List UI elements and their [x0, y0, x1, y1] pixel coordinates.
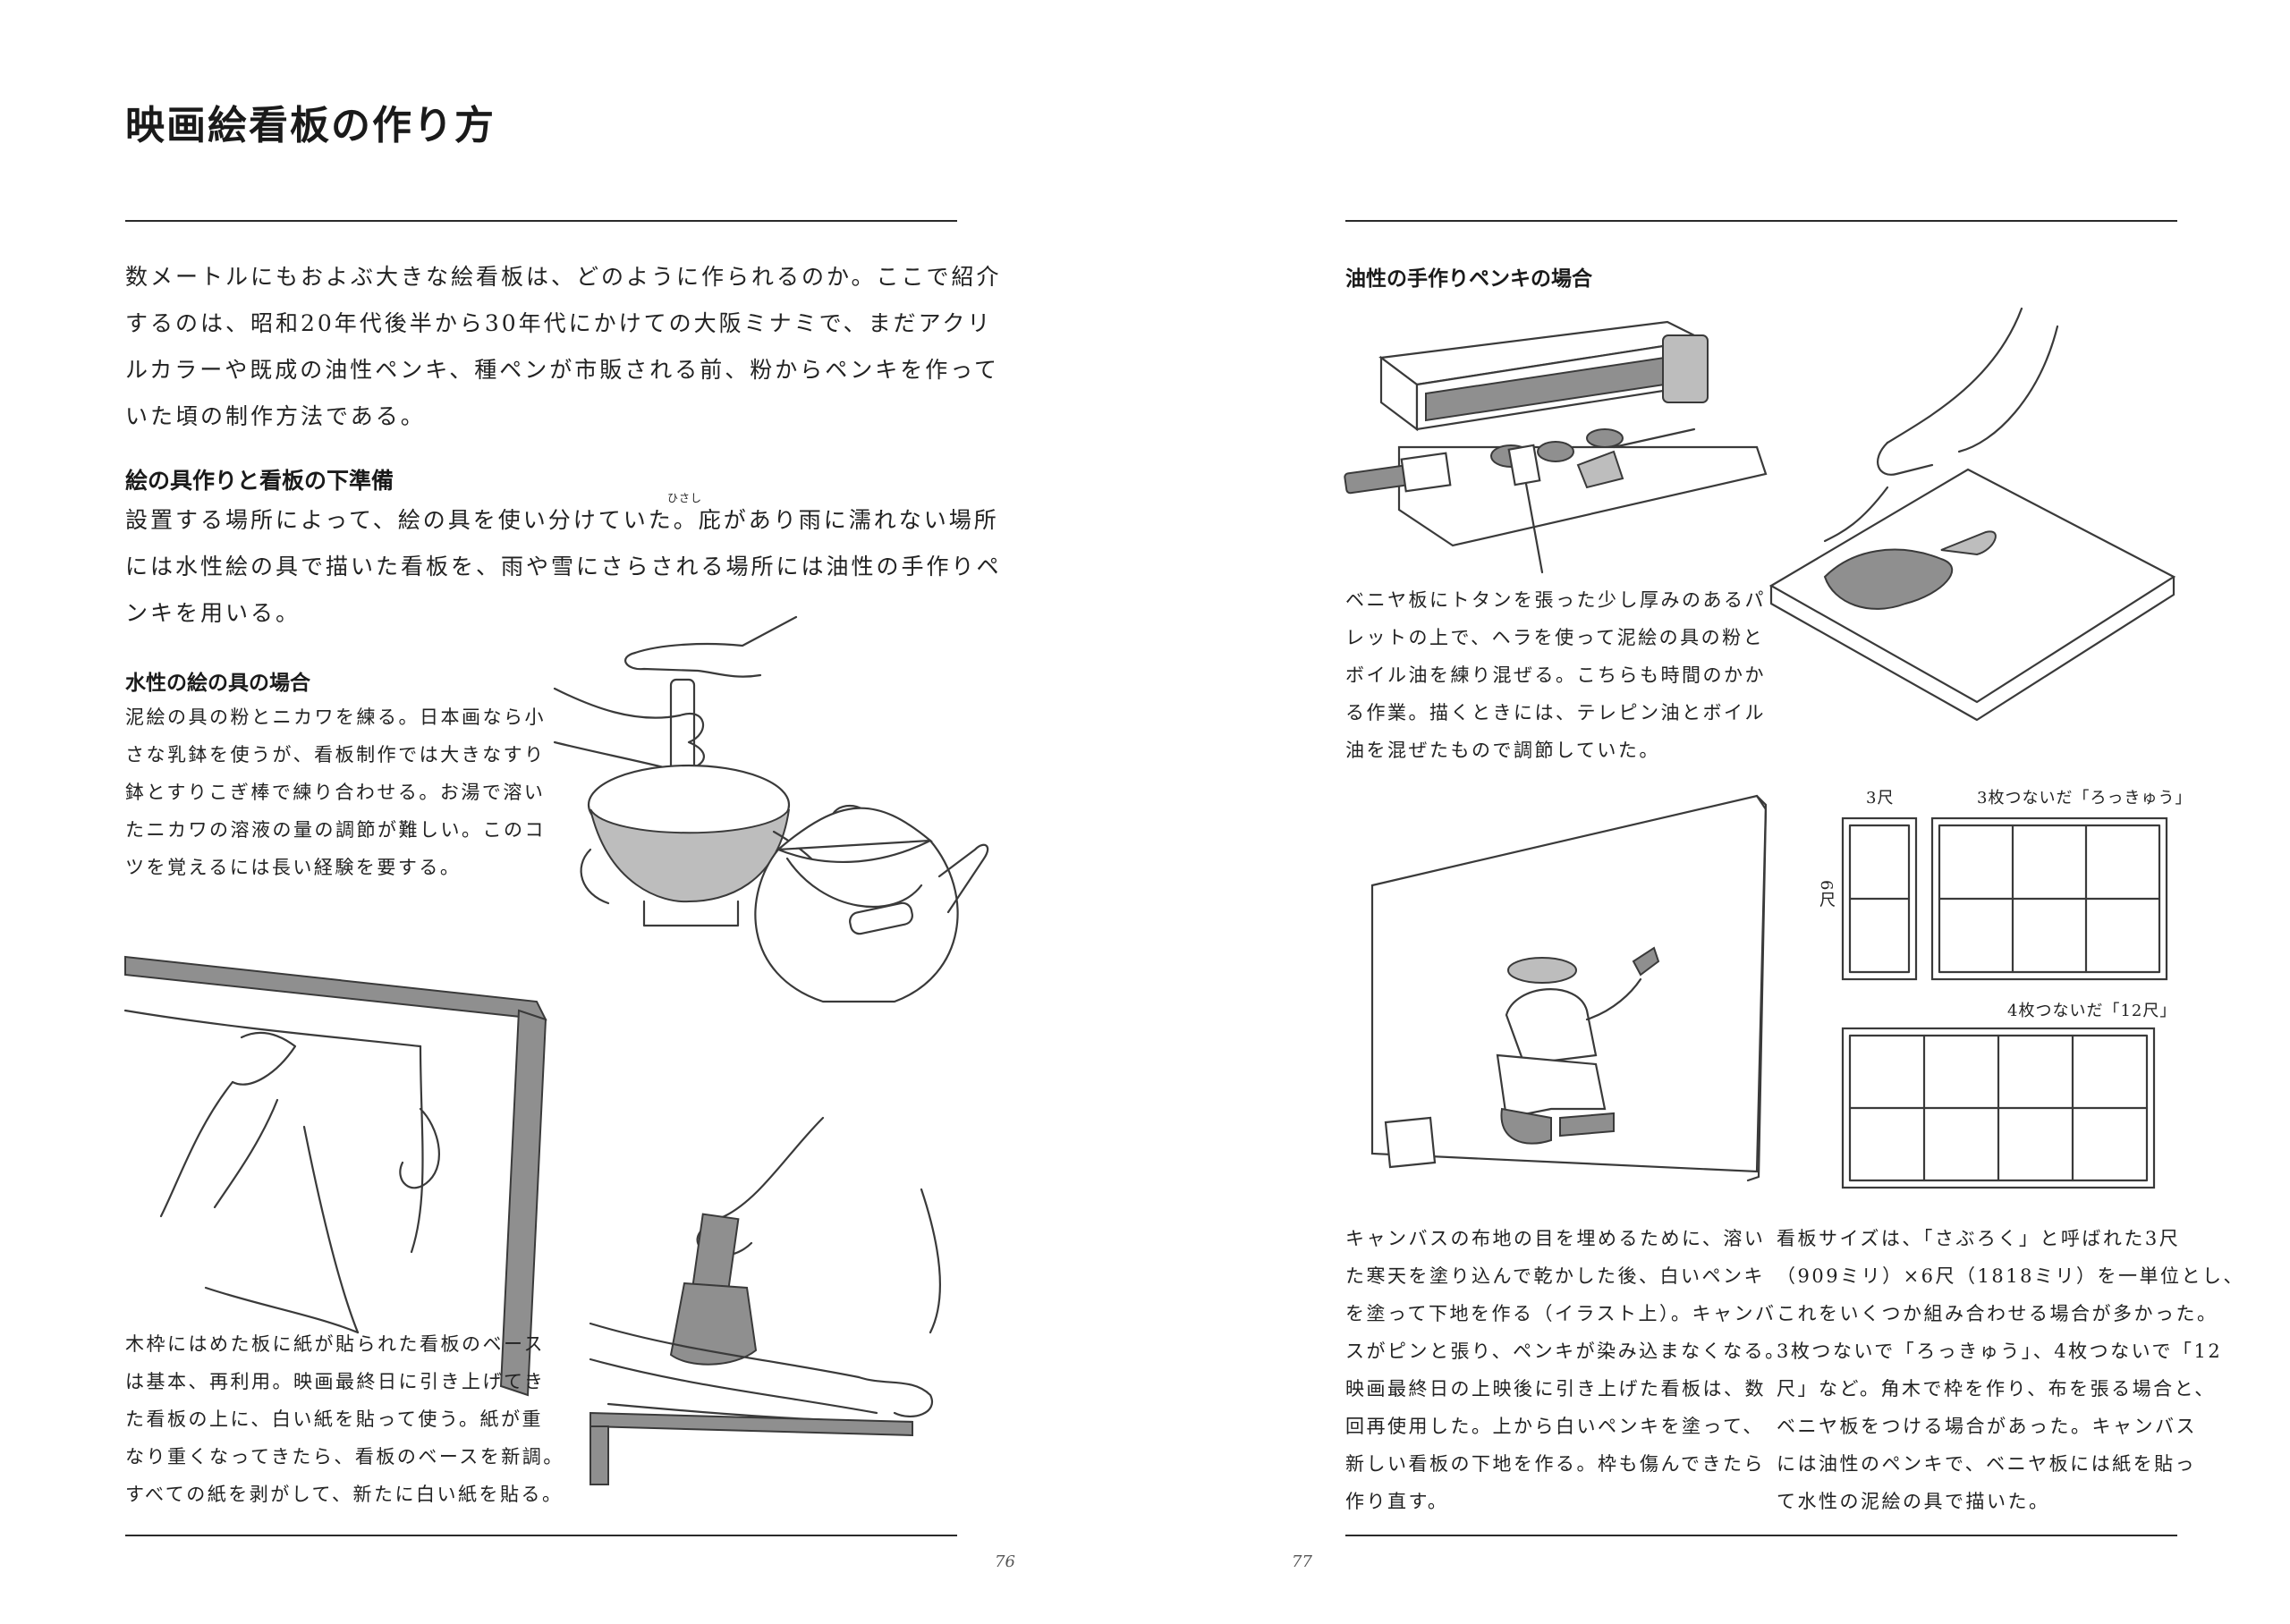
section-heading-paint-prep: 絵の具作りと看板の下準備	[125, 468, 394, 494]
canvas-painter-illustration	[1370, 794, 1768, 1182]
caption-line: た看板の上に、白い紙を貼って使う。紙が重	[125, 1408, 544, 1430]
bottom-rule-right	[1345, 1535, 2177, 1536]
caption-line: は基本、再利用。映画最終日に引き上げてき	[125, 1371, 546, 1392]
caption-line: これをいくつか組み合わせる場合が多かった。	[1777, 1303, 2218, 1324]
caption-line: 尺」など。角木で枠を作り、布を張る場合と、	[1777, 1378, 2216, 1400]
ruby-hisashi: ひさし	[667, 492, 703, 504]
page-number-right: 77	[1292, 1552, 1312, 1571]
body-line: たニカワの溶液の量の調節が難しい。このコ	[125, 819, 546, 841]
top-rule-right	[1345, 220, 2177, 222]
body-line: ボイル油を練り混ぜる。こちらも時間のかか	[1345, 664, 1766, 686]
board-size-diagram	[1841, 816, 2168, 1189]
caption-line: 作り直す。	[1345, 1491, 1449, 1512]
paint-palette-illustration	[1344, 320, 1768, 574]
caption-line: （909ミリ）×6尺（1818ミリ）を一単位とし、	[1777, 1265, 2244, 1287]
body-line: 泥絵の具の粉とニカワを練る。日本画なら小	[125, 706, 546, 728]
canvas-caption: キャンバスの布地の目を埋めるために、溶い た寒天を塗り込んで乾かした後、白いペン…	[1345, 1220, 1786, 1520]
caption-line: キャンバスの布地の目を埋めるために、溶い	[1345, 1228, 1766, 1249]
intro-line: ルカラーや既成の油性ペンキ、種ペンが市販される前、粉からペンキを作って	[125, 357, 1000, 383]
caption-line: 新しい看板の下地を作る。枠も傷んできたら	[1345, 1453, 1765, 1475]
section-heading-water-paint: 水性の絵の具の場合	[125, 672, 310, 695]
intro-line: するのは、昭和20年代後半から30年代にかけての大阪ミナミで、まだアクリ	[125, 310, 993, 336]
caption-line: た寒天を塗り込んで乾かした後、白いペンキ	[1345, 1265, 1765, 1287]
body-line: 設置する場所によって、絵の具を使い分けていた。庇があり雨に濡れない場所	[125, 507, 999, 533]
caption-line: ベニヤ板をつける場合があった。キャンバス	[1777, 1416, 2197, 1437]
caption-line: なり重くなってきたら、看板のベースを新調。	[125, 1446, 564, 1468]
caption-line: 映画最終日の上映後に引き上げた看板は、数	[1345, 1378, 1766, 1400]
page-title: 映画絵看板の作り方	[125, 103, 496, 148]
intro-paragraph: 数メートルにもおよぶ大きな絵看板は、どのように作られるのか。ここで紹介 するのは…	[125, 254, 1002, 440]
palette-mixing-illustration	[1768, 307, 2176, 722]
mortar-kettle-illustration	[553, 615, 989, 1003]
body-line: ツを覚えるには長い経験を要する。	[125, 857, 462, 878]
caption-line: 回再使用した。上から白いペンキを塗って、	[1345, 1416, 1764, 1437]
caption-line: を塗って下地を作る（イラスト上）。キャンバ	[1345, 1303, 1777, 1324]
body-line: には水性絵の具で描いた看板を、雨や雪にさらされる場所には油性の手作りペ	[125, 554, 1002, 579]
paint-prep-paragraph: 設置する場所によって、絵の具を使い分けていた。庇があり雨に濡れない場所 には水性…	[125, 497, 1002, 637]
body-line: レットの上で、ヘラを使って泥絵の具の粉と	[1345, 627, 1765, 648]
intro-line: いた頃の制作方法である。	[125, 403, 426, 429]
intro-line: 数メートルにもおよぶ大きな絵看板は、どのように作られるのか。ここで紹介	[125, 264, 1002, 290]
body-line: さな乳鉢を使うが、看板制作では大きなすり	[125, 744, 546, 765]
water-paint-paragraph: 泥絵の具の粉とニカワを練る。日本画なら小 さな乳鉢を使うが、看板制作では大きなす…	[125, 698, 546, 886]
section-heading-oil-paint: 油性の手作りペンキの場合	[1345, 267, 1592, 291]
caption-line: すべての紙を剥がして、新たに白い紙を貼る。	[125, 1484, 564, 1505]
label-rokkyu: 3枚つないだ「ろっきゅう」	[1977, 789, 2192, 808]
label-3shaku: 3尺	[1866, 789, 1895, 808]
body-line: 油を混ぜたもので調節していた。	[1345, 740, 1660, 761]
caption-line: には油性のペンキで、ベニヤ板には紙を貼っ	[1777, 1453, 2197, 1475]
caption-line: て水性の泥絵の具で描いた。	[1777, 1491, 2050, 1512]
label-6shaku: 6尺	[1817, 880, 1836, 909]
board-frame-illustration	[123, 955, 547, 1397]
caption-line: 看板サイズは、「さぶろく」と呼ばれた3尺	[1777, 1228, 2181, 1249]
bottom-rule-left	[125, 1535, 957, 1536]
body-line: ンキを用いる。	[125, 600, 301, 626]
body-line: ベニヤ板にトタンを張った少し厚みのあるパ	[1345, 589, 1766, 611]
caption-line: 3枚つないで「ろっきゅう」、4枚つないで「12	[1777, 1341, 2223, 1362]
top-rule-left	[125, 220, 957, 222]
size-caption: 看板サイズは、「さぶろく」と呼ばれた3尺 （909ミリ）×6尺（1818ミリ）を…	[1777, 1220, 2244, 1520]
body-line: 鉢とすりこぎ棒で練り合わせる。お湯で溶い	[125, 782, 546, 803]
label-12shaku: 4枚つないだ「12尺」	[2007, 1002, 2177, 1020]
board-caption: 木枠にはめた板に紙が貼られた看板のベース は基本、再利用。映画最終日に引き上げて…	[125, 1325, 564, 1513]
body-line: る作業。描くときには、テレピン油とボイル	[1345, 702, 1766, 723]
paste-brush-illustration	[589, 1116, 942, 1485]
caption-line: 木枠にはめた板に紙が貼られた看板のベース	[125, 1333, 545, 1355]
page-number-left: 76	[995, 1552, 1015, 1571]
oil-paint-paragraph: ベニヤ板にトタンを張った少し厚みのあるパ レットの上で、ヘラを使って泥絵の具の粉…	[1345, 581, 1766, 769]
caption-line: スがピンと張り、ペンキが染み込まなくなる。	[1345, 1341, 1786, 1362]
